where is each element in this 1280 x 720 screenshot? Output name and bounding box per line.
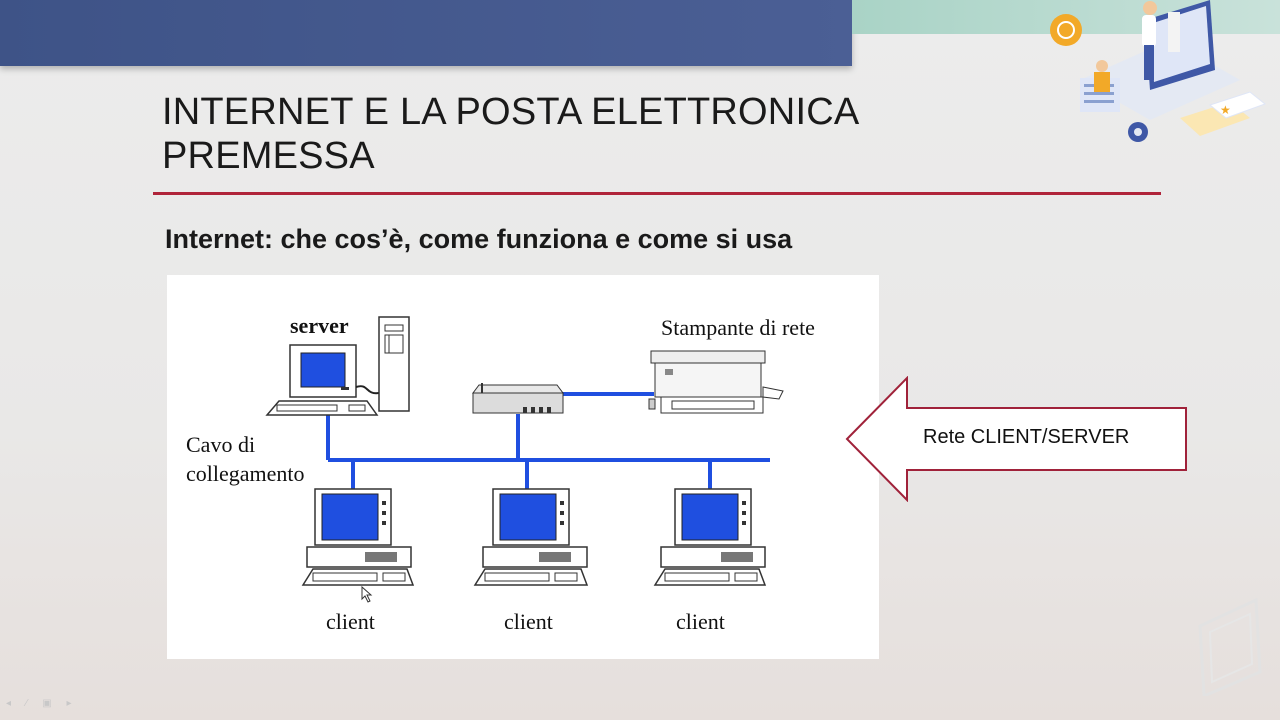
arrow-callout: Rete CLIENT/SERVER <box>845 376 1189 502</box>
svg-text:★: ★ <box>1220 103 1231 117</box>
client-label-3: client <box>676 609 725 634</box>
office-illustration: ★ <box>1050 0 1280 150</box>
header-band <box>0 0 852 66</box>
slide-title-line2: PREMESSA <box>162 135 375 177</box>
network-cables <box>326 392 770 489</box>
callout-label: Rete CLIENT/SERVER <box>923 426 1130 448</box>
client-label-1: client <box>326 609 375 634</box>
title-divider <box>153 192 1161 195</box>
slide-title-line1: INTERNET E LA POSTA ELETTRONICA <box>162 91 860 133</box>
cable-label-line1: Cavo di <box>186 432 256 457</box>
corner-decoration <box>1190 596 1270 699</box>
mouse-cursor-icon <box>361 585 373 603</box>
slide-subtitle: Internet: che cos’è, come funziona e com… <box>165 224 793 254</box>
printer-icon <box>648 350 784 414</box>
client-label-2: client <box>504 609 553 634</box>
server-icon <box>265 316 410 416</box>
client-computer-icon <box>301 488 767 586</box>
printer-label: Stampante di rete <box>661 315 815 340</box>
hub-icon <box>472 383 564 414</box>
server-label: server <box>290 313 349 338</box>
client-server-diagram: server Stampante di rete Cavo di collega… <box>167 275 879 659</box>
cable-label-line2: collegamento <box>186 461 305 486</box>
slide-title: INTERNET E LA POSTA ELETTRONICA PREMESSA <box>162 90 1062 178</box>
slide-navigation-icons[interactable]: ◂ ⁄ ▣ ▸ <box>6 698 78 709</box>
